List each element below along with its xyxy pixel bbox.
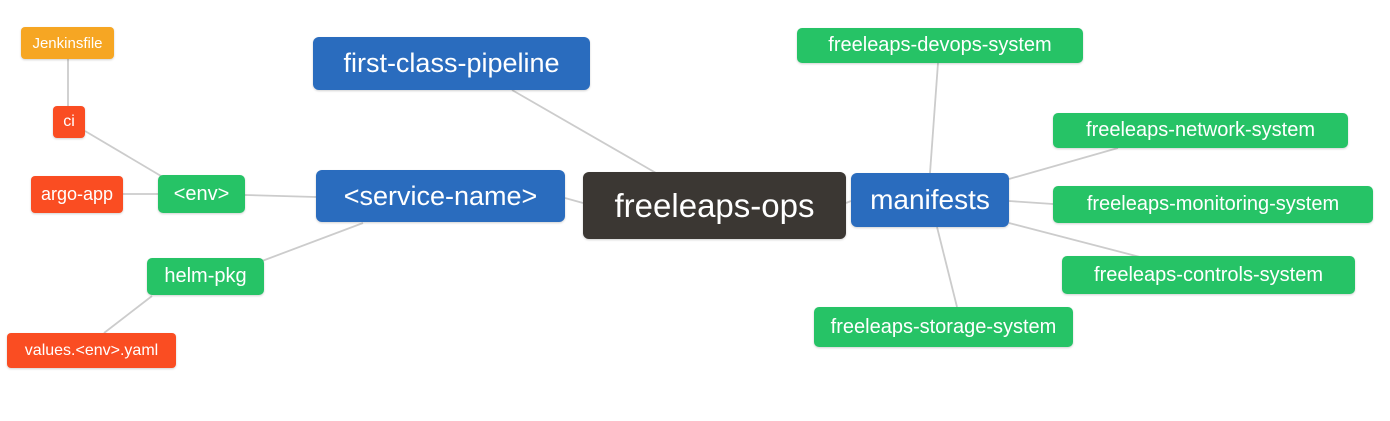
node-freeleaps-monitoring-system[interactable]: freeleaps-monitoring-system — [1053, 186, 1373, 223]
edge-manifests-devops — [929, 62, 939, 174]
node-freeleaps-ops[interactable]: freeleaps-ops — [583, 172, 846, 239]
edge-service-name-ops — [564, 197, 584, 204]
node-freeleaps-storage-system[interactable]: freeleaps-storage-system — [814, 307, 1073, 347]
edge-manifests-storage — [936, 226, 958, 308]
edge-manifests-monitoring — [1008, 200, 1054, 205]
node-env[interactable]: <env> — [158, 175, 245, 213]
edge-values-helm-pkg — [103, 295, 153, 334]
node-ci[interactable]: ci — [53, 106, 85, 138]
node-manifests[interactable]: manifests — [851, 173, 1009, 227]
node-service-name[interactable]: <service-name> — [316, 170, 565, 222]
node-jenkinsfile[interactable]: Jenkinsfile — [21, 27, 114, 59]
node-freeleaps-devops-system[interactable]: freeleaps-devops-system — [797, 28, 1083, 63]
edge-ops-manifests — [845, 200, 852, 204]
edge-pipeline-ops — [511, 89, 657, 174]
node-helm-pkg[interactable]: helm-pkg — [147, 258, 264, 295]
node-first-class-pipeline[interactable]: first-class-pipeline — [313, 37, 590, 90]
edge-manifests-network — [1008, 147, 1119, 180]
edge-manifests-controls — [1008, 222, 1141, 258]
node-argo-app[interactable]: argo-app — [31, 176, 123, 213]
node-freeleaps-controls-system[interactable]: freeleaps-controls-system — [1062, 256, 1355, 294]
node-values-env-yaml[interactable]: values.<env>.yaml — [7, 333, 176, 368]
edge-env-service-name — [244, 194, 317, 198]
edge-ci-env — [84, 130, 162, 177]
edge-helm-pkg-service-name — [261, 222, 364, 262]
node-freeleaps-network-system[interactable]: freeleaps-network-system — [1053, 113, 1348, 148]
